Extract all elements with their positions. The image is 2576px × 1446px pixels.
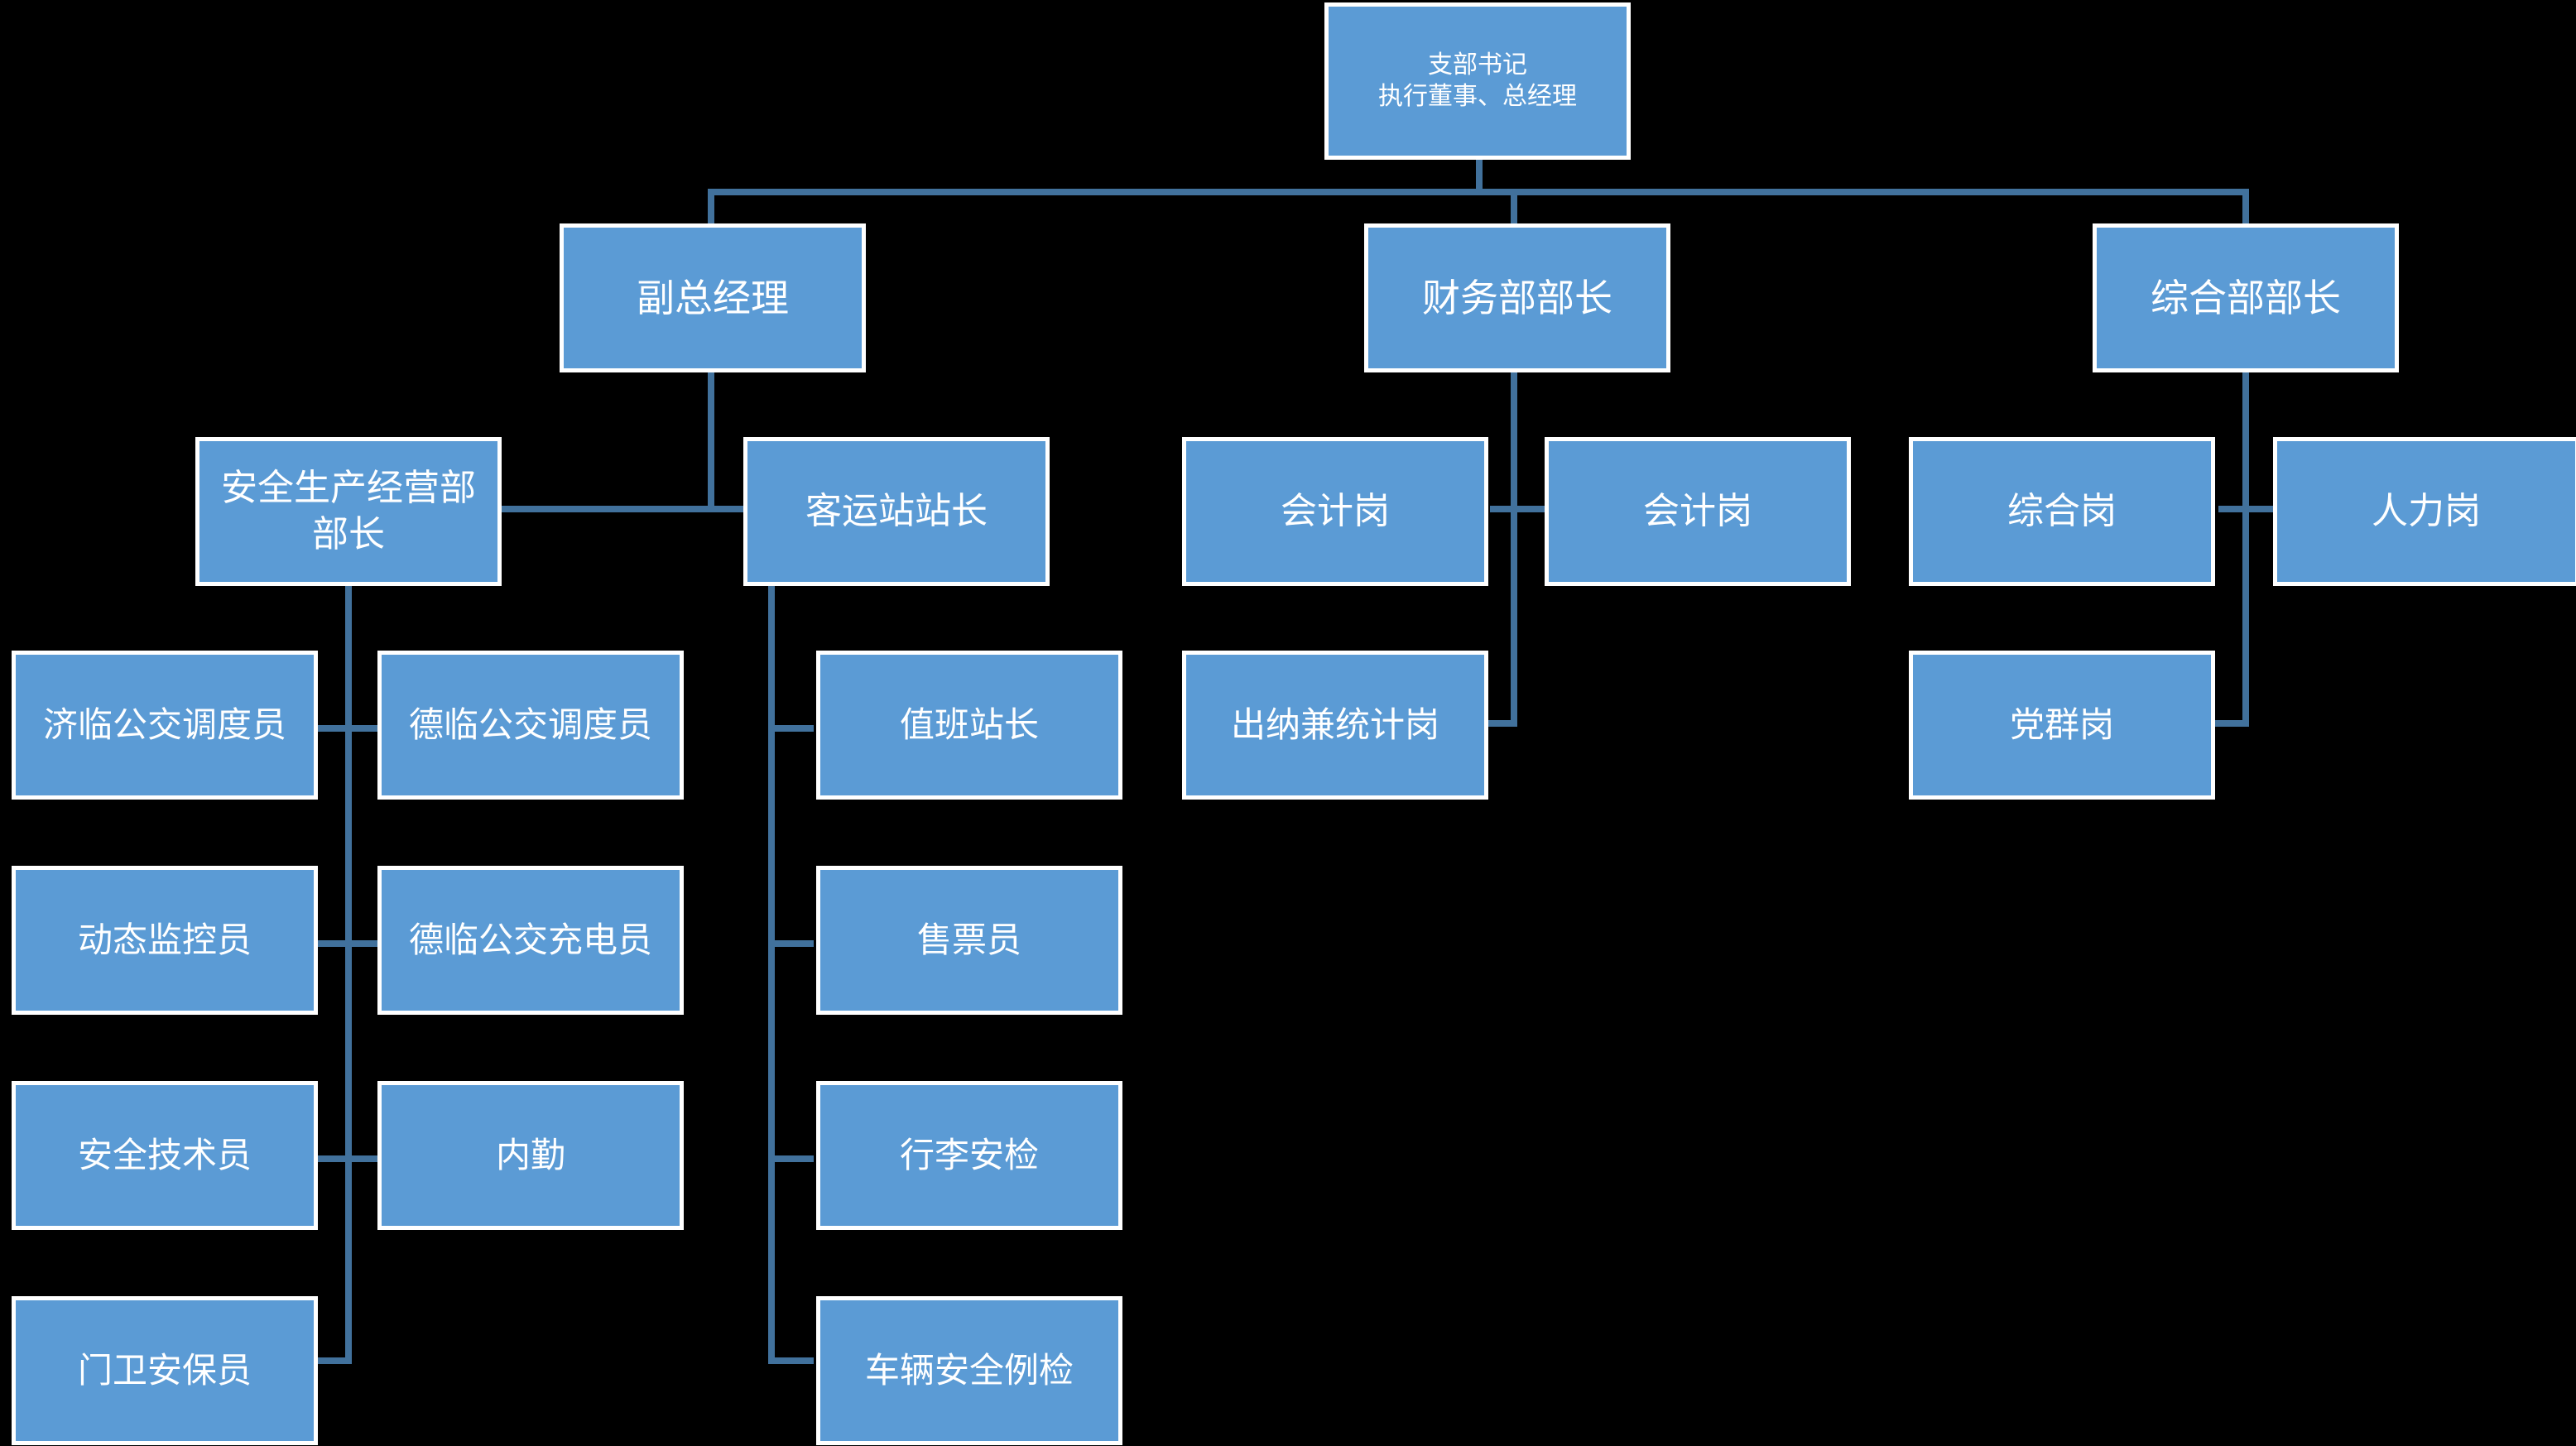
node-label: 综合岗	[2007, 490, 2117, 531]
node-label: 德临公交调度员	[408, 705, 652, 745]
connector-drop-finance	[1511, 189, 1517, 227]
node-accountant-2[interactable]: 会计岗	[1545, 437, 1851, 586]
node-label: 德临公交充电员	[408, 920, 652, 960]
node-cashier-and-statistics-post[interactable]: 出纳兼统计岗	[1182, 651, 1488, 800]
node-label: 会计岗	[1643, 490, 1752, 531]
node-label: 客运站站长	[805, 490, 988, 531]
node-office-clerk[interactable]: 内勤	[377, 1081, 684, 1230]
node-safety-technician[interactable]: 安全技术员	[12, 1081, 318, 1230]
node-label: 动态监控员	[77, 920, 252, 960]
node-label: 党群岗	[2009, 705, 2114, 745]
connector-finance-cashier-bus	[1482, 720, 1517, 727]
node-label: 出纳兼统计岗	[1230, 705, 1439, 745]
node-label: 内勤	[495, 1136, 565, 1175]
connector-drop-general	[2242, 189, 2249, 227]
node-root-line1: 支部书记	[1428, 50, 1527, 79]
node-label: 会计岗	[1281, 490, 1390, 531]
node-accountant-1[interactable]: 会计岗	[1182, 437, 1488, 586]
connector-vicegm-bus	[493, 506, 767, 512]
connector-station-row3	[768, 1155, 814, 1162]
node-human-resources-post[interactable]: 人力岗	[2273, 437, 2576, 586]
connector-safety-row4	[316, 1357, 352, 1364]
node-label: 行李安检	[899, 1136, 1039, 1175]
node-label: 售票员	[916, 920, 1021, 960]
connector-station-spine	[768, 585, 775, 1364]
node-delin-bus-charging-operator[interactable]: 德临公交充电员	[377, 866, 684, 1015]
connector-general-bus	[2218, 506, 2309, 512]
connector-safety-spine	[345, 585, 352, 1364]
node-label: 门卫安保员	[77, 1351, 252, 1391]
node-finance-department-head[interactable]: 财务部部长	[1364, 223, 1670, 372]
node-gate-security-guard[interactable]: 门卫安保员	[12, 1296, 318, 1445]
connector-general-stem	[2242, 371, 2249, 727]
connector-safety-row3	[316, 1155, 382, 1162]
connector-general-party-bus	[2212, 720, 2249, 727]
node-jilin-bus-dispatcher[interactable]: 济临公交调度员	[12, 651, 318, 800]
connector-level2-bus	[708, 189, 2249, 195]
node-root[interactable]: 支部书记 执行董事、总经理	[1324, 2, 1631, 160]
node-label: 人力岗	[2372, 490, 2481, 531]
connector-root-stem	[1476, 157, 1483, 192]
connector-safety-row2	[316, 940, 382, 947]
node-baggage-security-check[interactable]: 行李安检	[816, 1081, 1122, 1230]
node-general-affairs-post[interactable]: 综合岗	[1909, 437, 2215, 586]
node-label: 综合部部长	[2151, 276, 2341, 319]
connector-station-row1	[768, 725, 814, 732]
node-party-affairs-post[interactable]: 党群岗	[1909, 651, 2215, 800]
node-ticket-seller[interactable]: 售票员	[816, 866, 1122, 1015]
node-vehicle-safety-inspection[interactable]: 车辆安全例检	[816, 1296, 1122, 1445]
node-bus-station-master[interactable]: 客运站站长	[743, 437, 1050, 586]
node-label: 安全技术员	[77, 1136, 252, 1175]
node-root-line2: 执行董事、总经理	[1378, 83, 1577, 110]
node-general-department-head[interactable]: 综合部部长	[2093, 223, 2399, 372]
connector-drop-vicegm	[708, 189, 714, 227]
connector-station-row4	[768, 1357, 814, 1364]
node-label: 值班站长	[899, 705, 1039, 745]
node-label: 副总经理	[637, 276, 789, 319]
node-duty-station-master[interactable]: 值班站长	[816, 651, 1122, 800]
connector-vicegm-stem	[708, 371, 714, 509]
connector-finance-stem	[1511, 371, 1517, 727]
node-safety-production-dept-head[interactable]: 安全生产经营部部长	[195, 437, 502, 586]
node-delin-bus-dispatcher[interactable]: 德临公交调度员	[377, 651, 684, 800]
node-label: 车辆安全例检	[864, 1351, 1074, 1391]
connector-safety-row1	[316, 725, 382, 732]
connector-station-row2	[768, 940, 814, 947]
node-label: 济临公交调度员	[42, 705, 286, 745]
node-root-label: 支部书记 执行董事、总经理	[1335, 50, 1620, 113]
node-vice-general-manager[interactable]: 副总经理	[560, 223, 866, 372]
node-dynamic-monitoring-officer[interactable]: 动态监控员	[12, 866, 318, 1015]
node-label: 安全生产经营部部长	[221, 467, 476, 555]
connector-finance-acct-bus	[1490, 506, 1581, 512]
node-label: 财务部部长	[1422, 276, 1612, 319]
